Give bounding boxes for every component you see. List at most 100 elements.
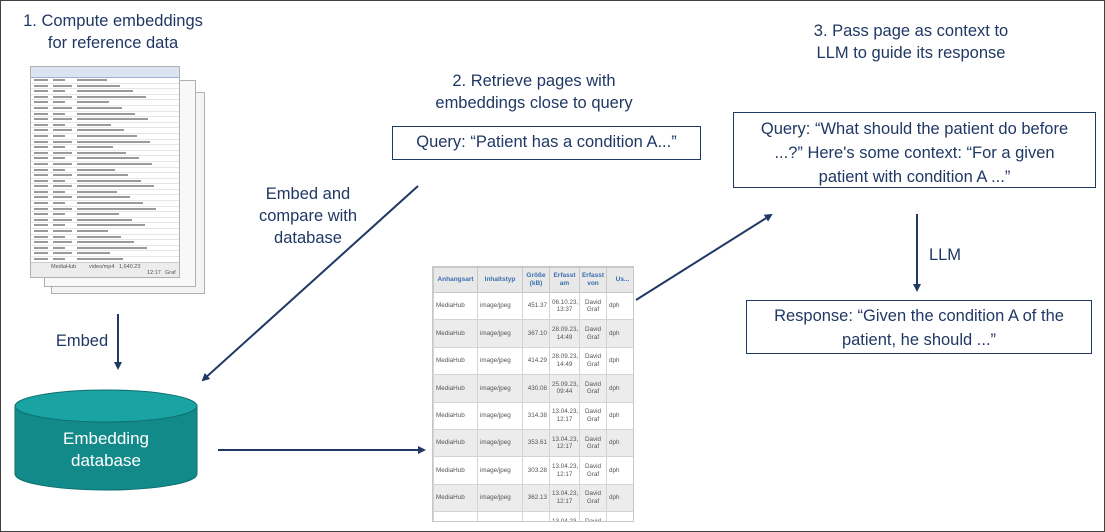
sheet-text-mark [34,218,48,221]
table-header-cell: Erfasst am [549,267,580,293]
sheet-text-mark [34,252,48,255]
table-cell: 13.04.23, 12:17 [549,483,580,513]
step1-line2: for reference data [47,34,179,52]
reference-sheet-row [31,112,179,118]
sheet-text-mark [77,241,134,244]
step2-line1: 2. Retrieve pages with [452,72,616,90]
reference-sheet-row [31,218,179,224]
sheet-text-mark [77,140,150,143]
table-cell: 414.29 [522,346,550,376]
reference-sheet-row [31,207,179,213]
sheet-text-mark [34,190,48,193]
sheet-text-mark [53,258,65,260]
sheet-text-mark [34,123,48,126]
table-cell: 430.08 [522,374,550,403]
sheet-text-mark [77,218,132,221]
table-cell: image/jpeg [477,428,523,458]
sheet-text-mark [34,79,48,81]
sheet-text-mark [34,230,48,233]
sheet-text-mark [77,174,128,177]
sheet-text-mark [34,207,48,210]
table-cell: dph [606,483,633,513]
sheet-text-mark [77,213,119,216]
step1-label: 1. Compute embeddings for reference data [2,10,224,54]
database-body [14,405,198,491]
sheet-text-mark [53,168,65,171]
sheet-text-mark [77,157,139,160]
step1-line1: 1. Compute embeddings [23,12,203,30]
reference-sheet-row [31,251,179,257]
sheet-footer-user: Graf [165,270,176,276]
table-cell: 13.04.23, 12:17 [549,456,580,485]
sheet-text-mark [53,252,72,255]
sheet-text-mark [34,84,48,87]
table-cell: image/jpeg [477,483,523,513]
sheet-text-mark [53,157,65,160]
sheet-text-mark [34,112,48,115]
reference-sheet-row [31,156,179,162]
sheet-text-mark [77,79,107,81]
sheet-footer-time: 12:17 [147,270,161,276]
response-line1: Response: “Given the condition A of the [774,307,1064,325]
sheet-text-mark [77,185,154,188]
reference-sheet-row [31,89,179,95]
sheet-text-mark [53,230,72,233]
sheet-text-mark [34,185,48,188]
reference-sheet-row [31,151,179,157]
table-cell: image/jpeg [477,401,523,430]
sheet-text-mark [34,146,48,149]
query-box: Query: “Patient has a condition A...” [392,126,701,160]
table-header-cell: Größe (kB) [522,267,550,293]
sheet-text-mark [53,151,72,154]
sheet-text-mark [53,146,65,149]
sheet-text-mark [77,123,111,126]
embed-compare-line1: Embed and [265,185,351,203]
reference-sheet-row [31,229,179,235]
table-cell: 28.09.23, 14:49 [549,346,580,376]
sheet-text-mark [77,106,122,109]
sheet-text-mark [34,224,48,227]
table-cell: 28.09.23, 14:49 [549,319,580,348]
embed-compare-line3: database [274,229,342,247]
llm-label: LLM [928,246,962,264]
step3-label: 3. Pass page as context to LLM to guide … [776,20,1046,64]
sheet-text-mark [53,179,65,182]
sheet-text-mark [77,224,145,227]
reference-sheet-row [31,168,179,174]
reference-sheet-row [31,123,179,129]
arrow-query-to-database [201,185,419,382]
embed-compare-line2: compare with [258,207,358,225]
step2-line2: embeddings close to query [435,94,633,112]
sheet-text-mark [34,157,48,160]
sheet-text-mark [53,174,72,177]
sheet-text-mark [53,95,72,98]
sheet-text-mark [77,84,120,87]
sheet-text-mark [34,140,48,143]
arrow-table-to-context [635,213,773,301]
sheet-text-mark [77,90,133,93]
sheet-text-mark [34,118,48,121]
sheet-text-mark [34,168,48,171]
sheet-text-mark [53,207,72,210]
reference-sheet-row [31,78,179,84]
sheet-text-mark [53,106,72,109]
table-cell: David Graf [579,401,607,430]
table-cell: David Graf [579,319,607,348]
table-cell: David Graf [579,374,607,403]
sheet-text-mark [53,235,65,238]
sheet-text-mark [77,146,113,149]
reference-sheet-row [31,95,179,101]
sheet-text-mark [53,241,72,244]
table-cell: dph [606,291,633,321]
reference-sheet-row [31,179,179,185]
table-cell: MediaHub [433,401,478,430]
sheet-text-mark [77,112,135,115]
reference-sheet-row [31,106,179,112]
database-top [14,389,198,423]
